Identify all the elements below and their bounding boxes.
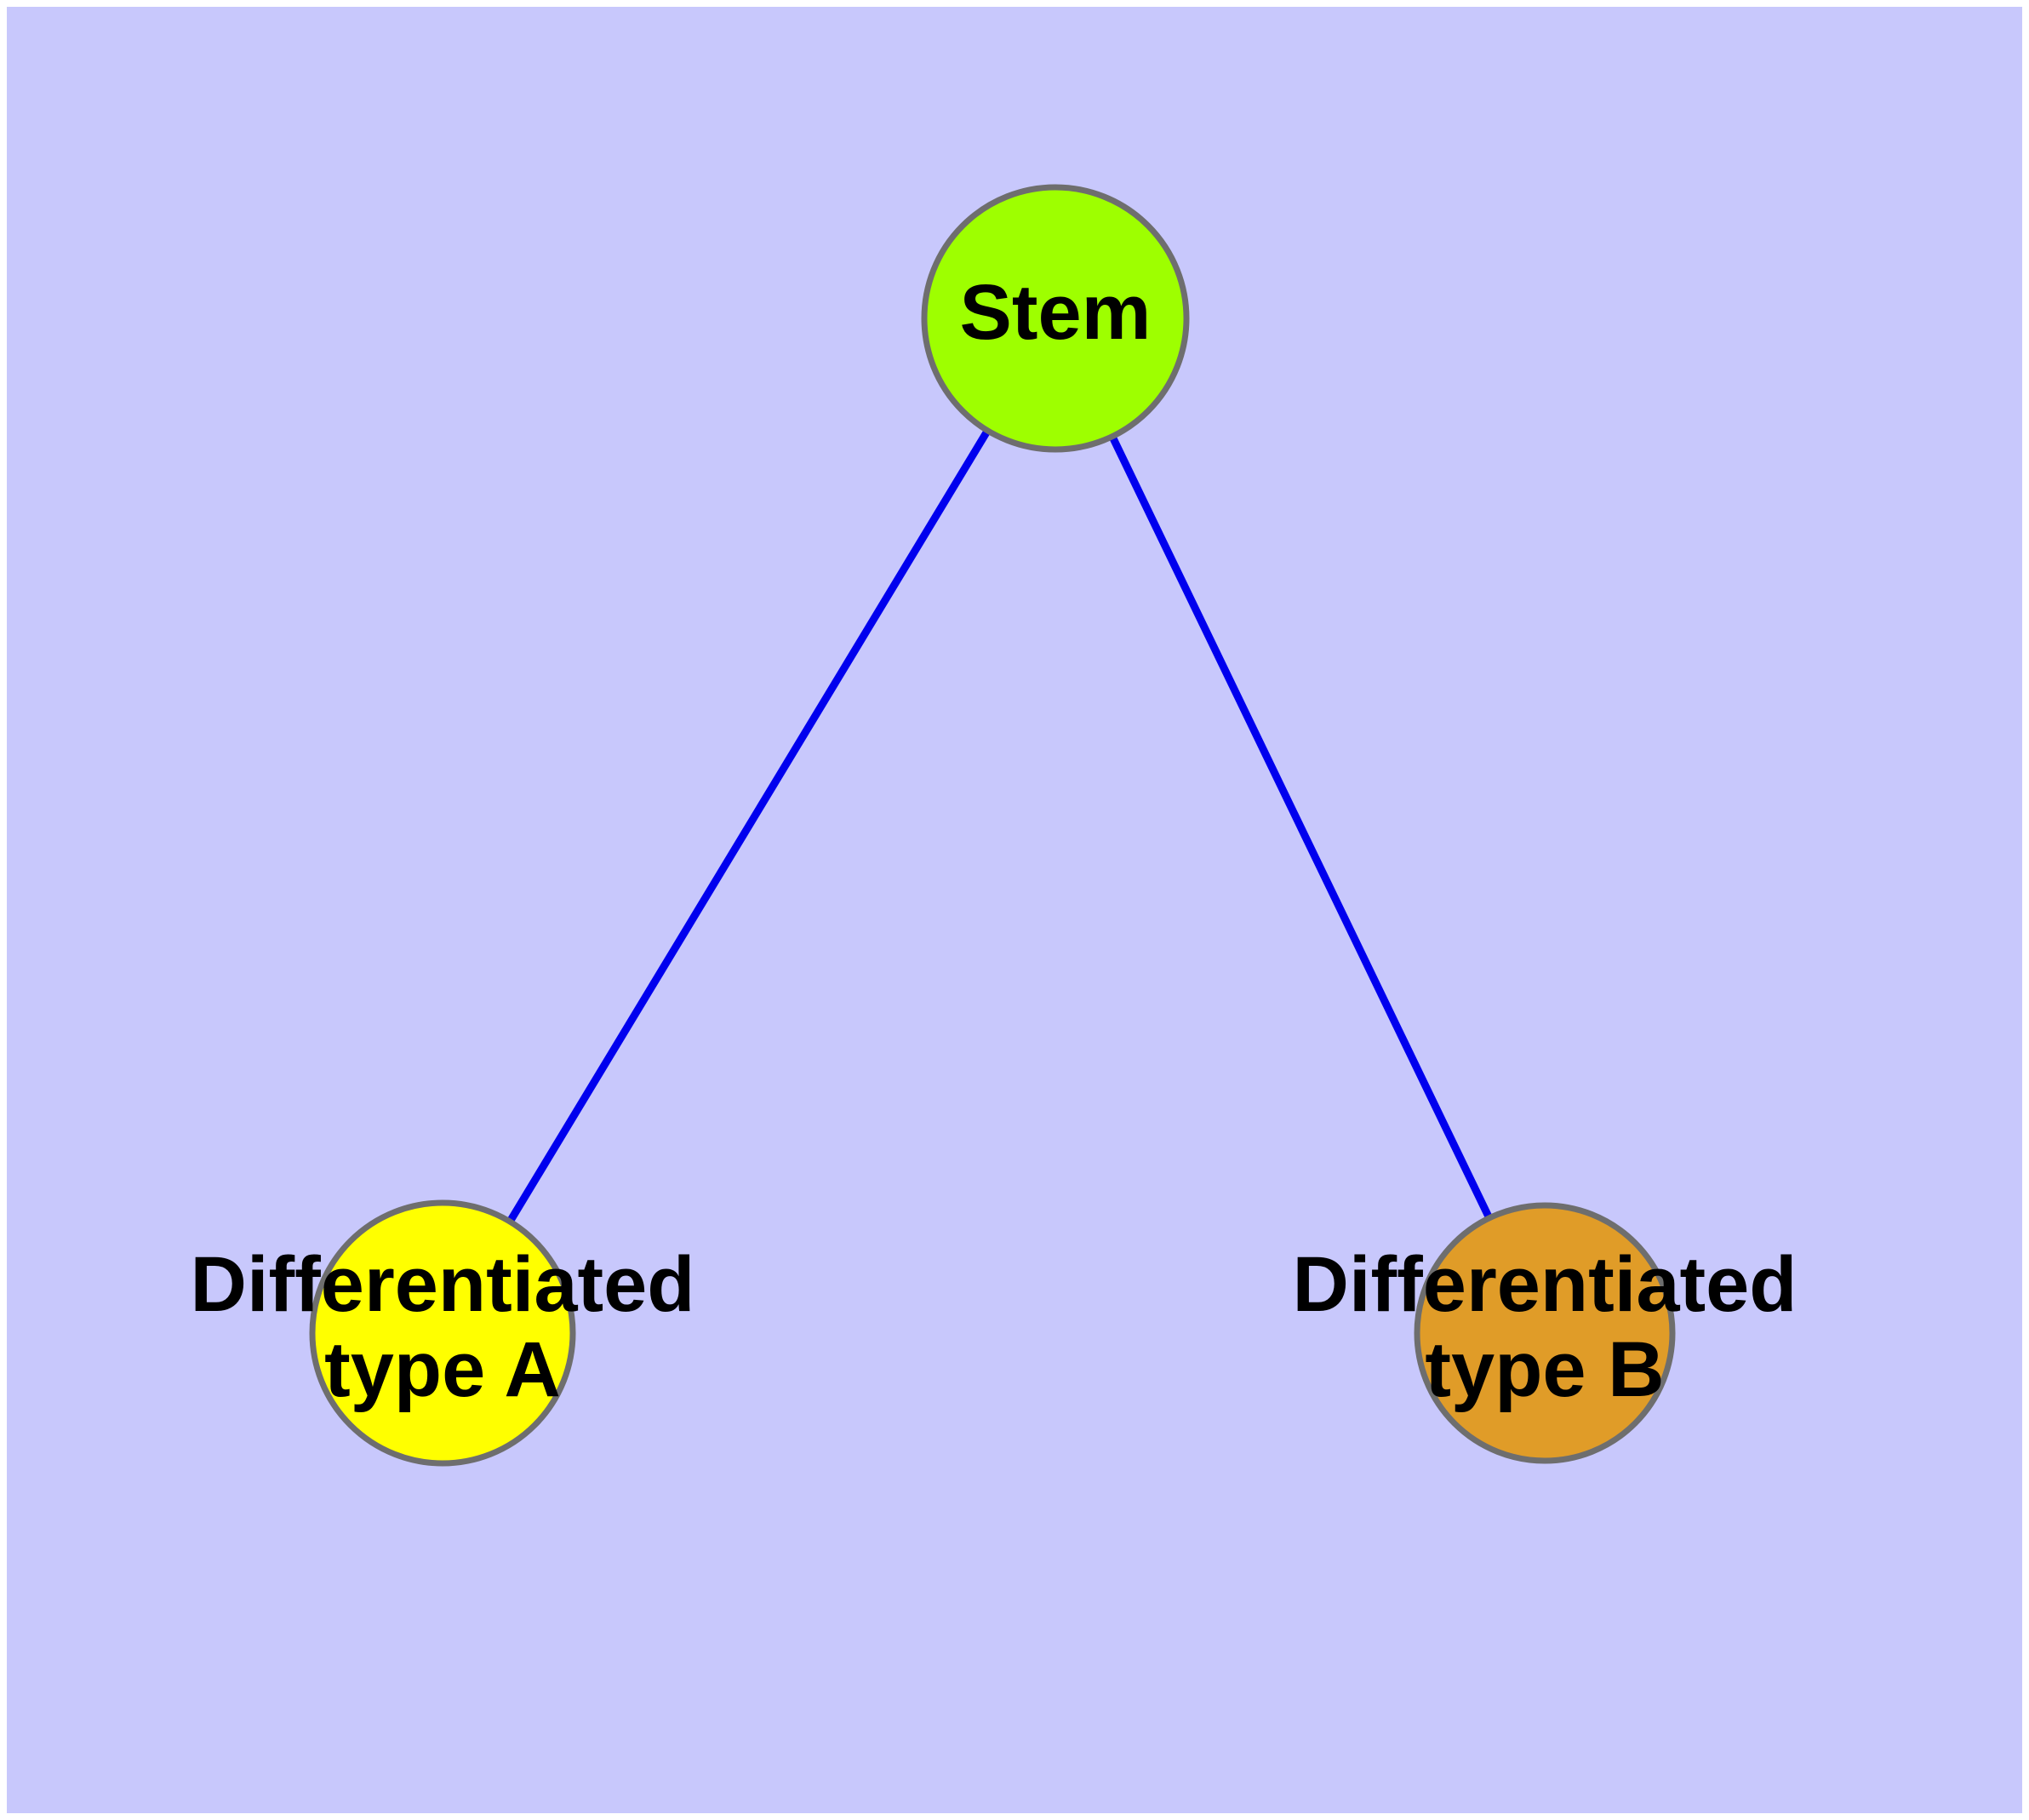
node-label-stem: Stem bbox=[960, 269, 1152, 356]
edge-layer bbox=[439, 316, 1549, 1336]
node-circle-diff_b[interactable] bbox=[1414, 1202, 1676, 1464]
node-label-line: type A bbox=[324, 1326, 561, 1413]
node-label-line: type B bbox=[1425, 1326, 1664, 1413]
node-circle-stem[interactable] bbox=[921, 184, 1190, 453]
node-label-line: Stem bbox=[960, 269, 1152, 356]
graph-edge-stem-to-diff-b bbox=[1051, 317, 1549, 1335]
graph-edge-stem-to-diff-a bbox=[439, 316, 1059, 1336]
node-label-line: Differentiated bbox=[191, 1241, 695, 1328]
node-label-line: Differentiated bbox=[1293, 1241, 1798, 1328]
node-circle-diff_a[interactable] bbox=[309, 1199, 576, 1467]
graph-node-stem[interactable]: Stem bbox=[921, 184, 1190, 453]
